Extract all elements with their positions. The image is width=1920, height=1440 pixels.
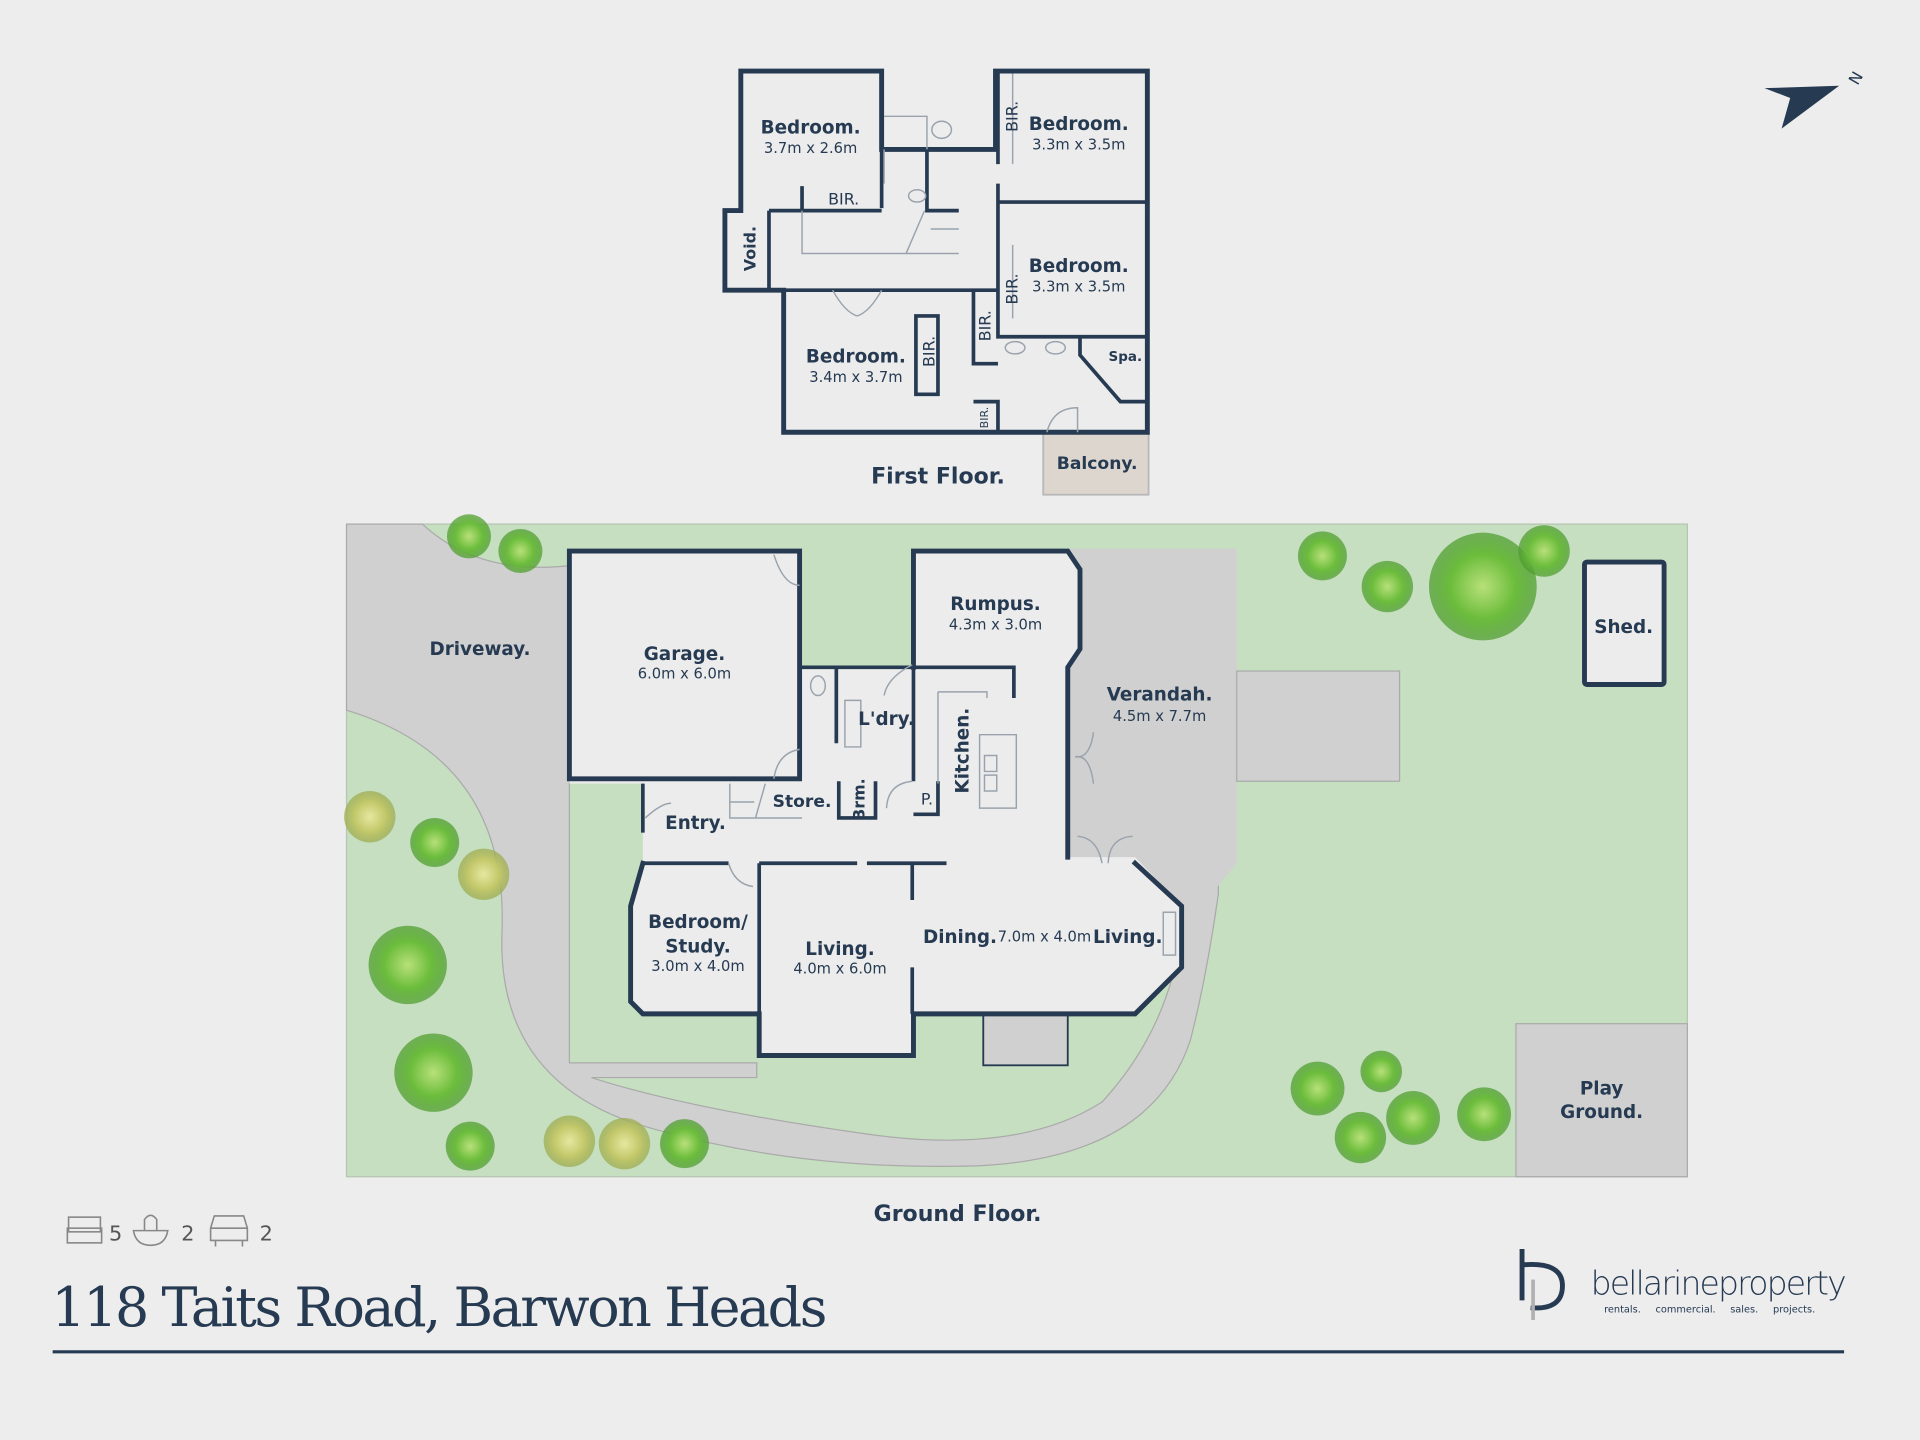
tree-icon — [1297, 531, 1347, 581]
entry-label: Entry. — [665, 813, 726, 834]
driveway-label: Driveway. — [429, 639, 530, 660]
tree-icon — [543, 1115, 596, 1167]
ground-floor-plan: Garage. 6.0m x 6.0m Rumpus. 4.3m x 3.0m … — [345, 523, 1688, 1227]
room-label: Bedroom. — [806, 346, 906, 367]
playground-area — [1515, 1023, 1688, 1178]
room-dims: 6.0m x 6.0m — [638, 665, 731, 682]
tree-icon — [1361, 560, 1414, 613]
bir-label: BIR. — [976, 310, 995, 341]
bir-label: BIR. — [828, 189, 859, 208]
room-label: Verandah. — [1107, 684, 1213, 705]
tree-icon — [410, 817, 460, 867]
verandah-area — [1067, 548, 1237, 931]
bedroom-count: 5 — [109, 1221, 122, 1245]
room-dims: 4.0m x 6.0m — [793, 960, 886, 977]
playground-label: Play — [1580, 1079, 1624, 1100]
balcony-label: Balcony. — [1057, 454, 1138, 474]
logo-wordmark: bellarineproperty — [1591, 1263, 1845, 1302]
tree-icon — [1290, 1061, 1345, 1116]
room-label: Study. — [665, 937, 730, 958]
brm-label: Brm. — [849, 778, 868, 821]
room-dims: 3.4m x 3.7m — [809, 369, 902, 386]
logo-tagline: sales. — [1730, 1305, 1758, 1316]
bathroom-count: 2 — [181, 1221, 194, 1245]
bir-label: BIR. — [919, 336, 938, 367]
void-label: Void. — [741, 226, 760, 271]
north-label: N — [1845, 68, 1867, 88]
ground-floor-title: Ground Floor. — [874, 1202, 1042, 1227]
car-icon — [209, 1215, 249, 1247]
room-label: Living. — [1093, 927, 1162, 948]
deck-area — [982, 1012, 1069, 1067]
tree-icon — [445, 1121, 495, 1171]
first-floor-title: First Floor. — [871, 465, 1005, 490]
tree-icon — [344, 791, 396, 843]
tree-icon — [1428, 532, 1537, 641]
property-address: 118 Taits Road, Barwon Heads — [51, 1276, 824, 1339]
tree-icon — [446, 514, 492, 559]
room-dims: 7.0m x 4.0m — [998, 929, 1091, 946]
tree-icon — [394, 1033, 473, 1112]
bed-icon — [66, 1216, 103, 1244]
tree-icon — [1457, 1087, 1512, 1142]
tree-icon — [660, 1119, 709, 1169]
room-dims: 3.3m x 3.5m — [1032, 278, 1125, 295]
tree-icon — [1518, 525, 1570, 577]
balcony-area — [1042, 431, 1150, 496]
tree-icons — [344, 514, 1570, 1171]
room-dims: 4.5m x 7.7m — [1113, 708, 1206, 725]
tree-icon — [498, 528, 543, 574]
room-dims: 3.0m x 4.0m — [651, 958, 744, 975]
room-label: Rumpus. — [950, 594, 1040, 615]
patio-area — [1236, 670, 1401, 782]
playground-label: Ground. — [1560, 1102, 1643, 1123]
property-stats: 5 2 2 — [66, 1214, 273, 1247]
room-label: Bedroom. — [761, 117, 861, 138]
laundry-label: L'dry. — [858, 709, 915, 730]
car-space-count: 2 — [260, 1221, 273, 1245]
logo-tagline: commercial. — [1656, 1305, 1716, 1316]
logo-tagline: rentals. — [1604, 1305, 1641, 1316]
room-label: Garage. — [644, 644, 725, 665]
room-dims: 3.7m x 2.6m — [764, 140, 857, 157]
spa-label: Spa. — [1109, 350, 1143, 365]
room-label: Bedroom. — [1029, 114, 1129, 135]
logo-tagline: projects. — [1773, 1305, 1815, 1316]
room-dims: 3.3m x 3.5m — [1032, 136, 1125, 153]
north-arrow-icon: N — [1764, 68, 1867, 129]
bir-label: BIR. — [1003, 273, 1022, 304]
bir-label: BIR. — [1003, 101, 1022, 132]
room-dims: 4.3m x 3.0m — [949, 616, 1042, 633]
tree-icon — [598, 1117, 651, 1170]
room-label: Bedroom/ — [648, 912, 748, 933]
bellarine-property-logo: bellarineproperty rentals. commercial. s… — [1519, 1248, 1847, 1320]
kitchen-label: Kitchen. — [953, 708, 974, 794]
shed-label: Shed. — [1594, 617, 1653, 638]
tree-icon — [457, 848, 510, 900]
tree-icon — [1386, 1091, 1440, 1145]
first-floor-plan: Bedroom. 3.7m x 2.6m Bedroom. 3.3m x 3.5… — [722, 68, 1150, 496]
room-label: Bedroom. — [1029, 256, 1129, 277]
store-label: Store. — [773, 792, 832, 812]
tree-icon — [368, 925, 447, 1005]
driveway-area — [345, 523, 1219, 1168]
room-label: Dining. — [923, 927, 997, 948]
bir-label: BIR. — [978, 407, 991, 429]
bath-icon — [132, 1214, 169, 1247]
pantry-label: P. — [921, 789, 933, 808]
shed — [1582, 559, 1667, 687]
tree-icon — [1360, 1050, 1403, 1093]
room-label: Living. — [805, 939, 874, 960]
tree-icon — [1334, 1111, 1387, 1164]
